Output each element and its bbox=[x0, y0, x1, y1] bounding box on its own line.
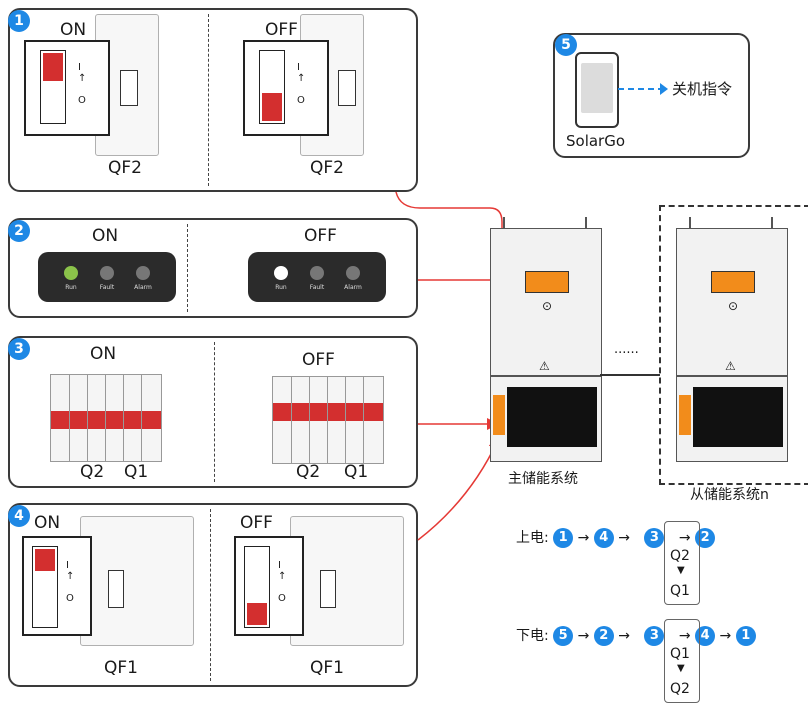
arrow-panel1 bbox=[396, 192, 502, 396]
cabinet-link-line bbox=[600, 374, 660, 376]
slave-cabinet: ⊙ ⚠ bbox=[676, 228, 788, 462]
step-badge: 5 bbox=[553, 626, 573, 646]
warning-icon: ⚠ bbox=[725, 359, 736, 373]
step-badge: 4 bbox=[594, 528, 614, 548]
step-badge: 2 bbox=[594, 626, 614, 646]
master-system-label: 主储能系统 bbox=[508, 468, 578, 488]
ellipsis: ...... bbox=[614, 342, 639, 357]
lock-icon: ⊙ bbox=[542, 299, 552, 313]
led-panel-orange bbox=[525, 271, 569, 293]
cooling-grille bbox=[693, 387, 783, 447]
breaker-door-orange bbox=[679, 395, 691, 435]
breaker-door-orange bbox=[493, 395, 505, 435]
slave-system-label: 从储能系统n bbox=[690, 484, 769, 504]
arrow-panel4 bbox=[418, 440, 498, 540]
cooling-grille bbox=[507, 387, 597, 447]
warning-icon: ⚠ bbox=[539, 359, 550, 373]
sub-step: Q1 bbox=[670, 646, 690, 662]
sub-step: Q2 bbox=[670, 548, 690, 564]
sub-step: Q1 bbox=[670, 583, 690, 599]
power-off-label: 下电: bbox=[516, 628, 549, 644]
led-panel-orange bbox=[711, 271, 755, 293]
step-badge: 1 bbox=[736, 626, 756, 646]
power-on-label: 上电: bbox=[516, 530, 549, 546]
step-badge: 3 bbox=[644, 626, 664, 646]
sub-step: Q2 bbox=[670, 681, 690, 697]
step-badge: 1 bbox=[553, 528, 573, 548]
lock-icon: ⊙ bbox=[728, 299, 738, 313]
down-arrow-icon: ▼ bbox=[677, 663, 685, 674]
step-badge: 3 bbox=[644, 528, 664, 548]
power-off-sequence: 下电: 5 → 2 → 3 → 4 → 1 bbox=[516, 625, 756, 646]
cabinet-top-handles bbox=[503, 217, 505, 229]
master-cabinet: ⊙ ⚠ bbox=[490, 228, 602, 462]
down-arrow-icon: ▼ bbox=[677, 565, 685, 576]
